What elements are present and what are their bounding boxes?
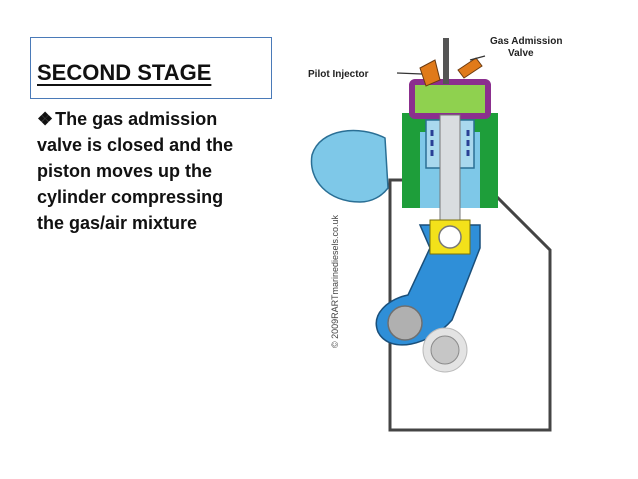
bullet-item: ❖The gas admission valve is closed and t…	[37, 106, 252, 236]
crankshaft-pin	[430, 335, 460, 365]
title-box: SECOND STAGE	[30, 37, 272, 99]
bullet-text: The gas admission valve is closed and th…	[37, 109, 234, 233]
gas-admission-label-line2: Valve	[508, 48, 534, 59]
piston-rod	[439, 114, 461, 231]
pilot-injector-leader	[396, 72, 423, 75]
cylinder-liner-left	[402, 113, 420, 208]
gudgeon-pin	[438, 225, 462, 249]
gas-admission-label: Gas Admission	[490, 36, 562, 47]
big-end-pin	[387, 305, 423, 341]
engine-diagram-svg: Gas Admission Valve Pilot Injector © 200…	[308, 36, 562, 432]
cooling-jacket	[310, 129, 389, 203]
gas-valve-leader	[469, 55, 486, 61]
slide-title: SECOND STAGE	[37, 60, 212, 85]
cylinder-liner-right	[480, 113, 498, 208]
bullet-diamond-icon: ❖	[37, 109, 54, 129]
pilot-injector-label: Pilot Injector	[308, 69, 369, 80]
engine-diagram: Gas Admission Valve Pilot Injector © 200…	[280, 20, 590, 460]
gas-admission-valve	[443, 38, 449, 84]
valve-spring	[457, 57, 483, 79]
injector-body	[419, 59, 441, 87]
copyright-label: © 2009RARTmarinediesels.co.uk	[330, 214, 340, 348]
combustion-chamber	[409, 79, 491, 119]
